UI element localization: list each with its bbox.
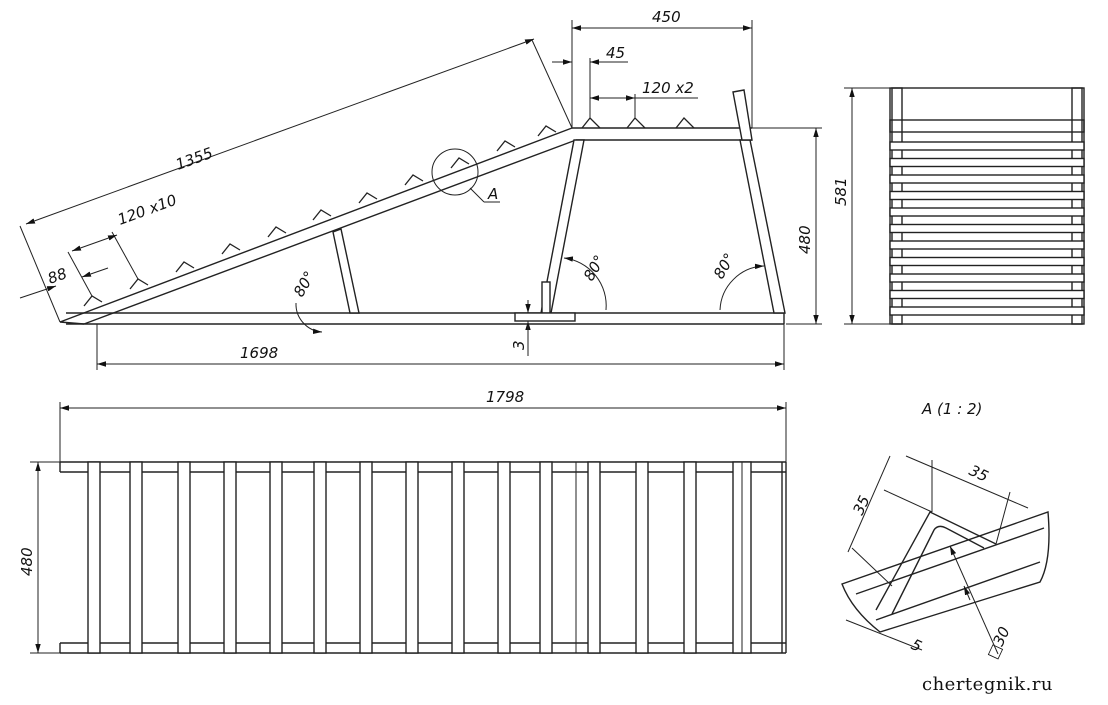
end-view-slat (889, 141, 1085, 151)
angle-right: 80° (710, 250, 765, 311)
end-view-slat (889, 207, 1085, 217)
base-rail (66, 312, 785, 325)
svg-text:□30: □30 (983, 624, 1013, 662)
svg-text:581: 581 (832, 177, 850, 206)
svg-text:1698: 1698 (240, 344, 278, 362)
svg-text:45: 45 (606, 44, 625, 62)
svg-text:35: 35 (966, 461, 991, 485)
plan-view-cross-members (87, 461, 697, 654)
dim-overall-height: 581 (832, 87, 890, 325)
side-view: A 1355 120 x10 88 450 (19, 8, 822, 370)
dim-base-length: 1698 (96, 324, 785, 370)
svg-text:35: 35 (849, 493, 873, 518)
dim-plate-thickness: 3 (510, 300, 531, 356)
dim-cleat-pitch-ramp: 120 x10 (67, 191, 179, 297)
dim-height: 480 (752, 127, 822, 325)
dim-cleat-pitch-top: 120 x2 (590, 79, 698, 118)
svg-text:120 x10: 120 x10 (115, 191, 179, 229)
dim-tube-section: □30 (949, 545, 1014, 662)
ramp-rail (59, 127, 577, 325)
cross-member (683, 461, 697, 654)
cross-member (223, 461, 237, 654)
dim-cleat-leg-b: 35 (905, 455, 1029, 545)
cross-member (359, 461, 373, 654)
top-cleats (581, 117, 695, 129)
end-view-slat (889, 190, 1085, 201)
cross-member (497, 461, 511, 654)
svg-text:5: 5 (908, 635, 924, 655)
cross-member (451, 461, 465, 654)
dim-top-length: 450 (571, 8, 753, 128)
watermark: chertegnik.ru (922, 674, 1053, 695)
end-view-slat (889, 289, 1085, 300)
svg-text:3: 3 (510, 340, 528, 350)
cross-member (635, 461, 649, 654)
svg-text:450: 450 (652, 8, 681, 26)
svg-text:80°: 80° (580, 252, 609, 284)
svg-text:120 x2: 120 x2 (642, 79, 694, 97)
svg-text:1798: 1798 (486, 388, 524, 406)
cross-member (539, 461, 553, 654)
end-view-slats (889, 141, 1085, 316)
cross-member (87, 461, 101, 654)
svg-text:1355: 1355 (173, 144, 215, 174)
dim-top-offset: 45 (552, 44, 628, 118)
end-view: 581 (832, 87, 1085, 325)
cross-member (587, 461, 601, 654)
svg-text:480: 480 (18, 547, 36, 576)
end-view-slat (889, 306, 1085, 316)
end-view-slat (889, 273, 1085, 283)
cross-member (313, 461, 327, 654)
cross-member (269, 461, 283, 654)
detail-a: A (1 : 2) 35 35 5 □30 (841, 400, 1050, 662)
detail-a-callout-label: A (487, 185, 498, 203)
angle-left: 80° (290, 268, 323, 335)
svg-text:480: 480 (796, 225, 814, 254)
dim-first-cleat: 88 (19, 264, 109, 299)
plan-view: 1798 480 (18, 388, 787, 654)
svg-text:88: 88 (45, 264, 69, 287)
end-view-slat (889, 157, 1085, 168)
uprights (332, 89, 786, 314)
detail-a-title: A (1 : 2) (921, 400, 982, 418)
angle-mid: 80° (563, 252, 609, 311)
dim-width: 480 (18, 461, 60, 654)
svg-text:80°: 80° (290, 268, 319, 300)
base-plate (514, 312, 576, 322)
cross-member (405, 461, 419, 654)
end-view-slat (889, 240, 1085, 250)
top-rail (572, 127, 752, 141)
dim-overall-length: 1798 (59, 388, 787, 462)
end-view-slat (889, 174, 1085, 184)
cross-member (129, 461, 143, 654)
end-view-slat (889, 223, 1085, 234)
end-view-slat (889, 256, 1085, 267)
cross-member (177, 461, 191, 654)
dim-wall-thickness: 5 (845, 619, 925, 656)
svg-text:80°: 80° (710, 250, 739, 282)
